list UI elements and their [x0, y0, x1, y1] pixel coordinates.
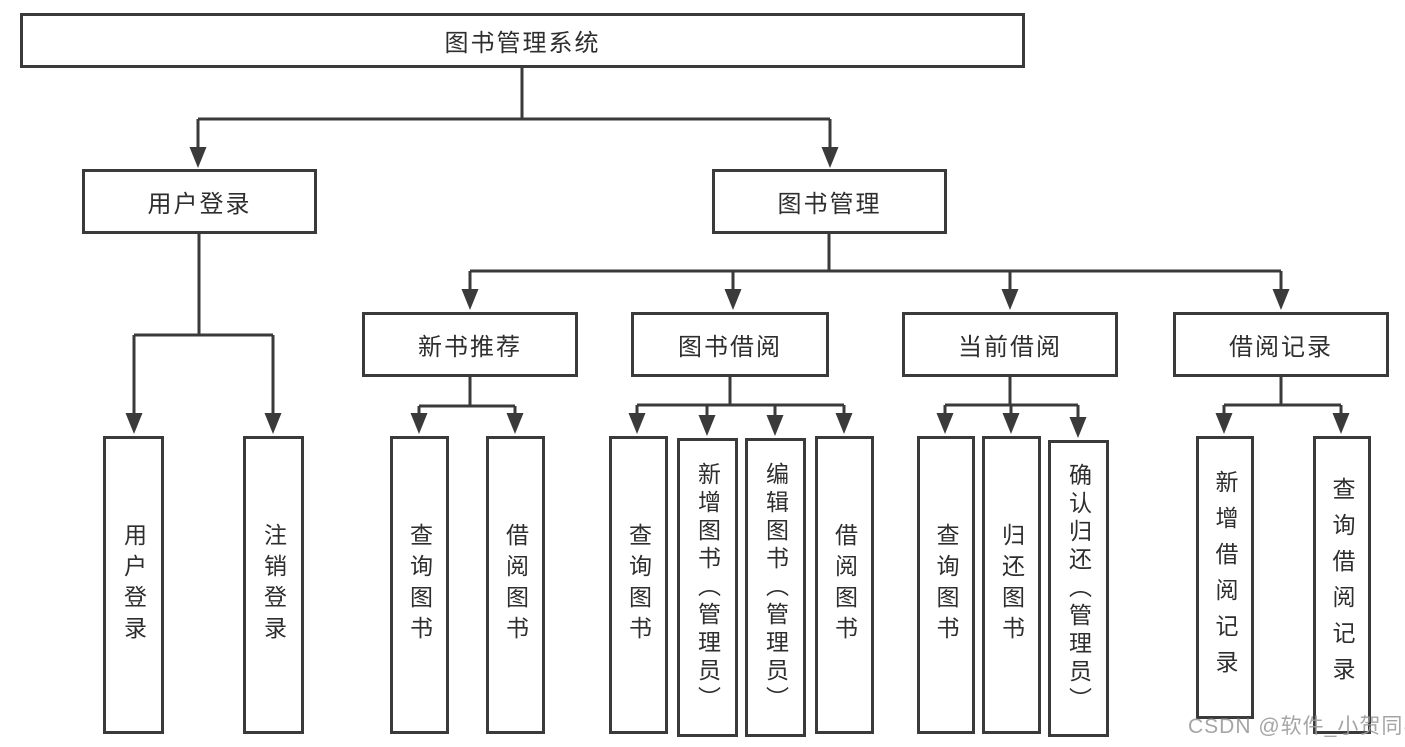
node-new-book-recommend: 新书推荐 [362, 312, 578, 377]
leaf-add-borrow-record: 新增借阅记录 [1196, 436, 1254, 719]
leaf-return-book: 归还图书 [982, 436, 1041, 734]
arrowheads [125, 147, 1350, 438]
node-user-login: 用户登录 [82, 169, 317, 234]
leaf-query-book-recommend: 查询图书 [390, 436, 449, 734]
leaf-confirm-return-admin: 确认归还（管理员） [1048, 440, 1109, 737]
node-book-management: 图书管理 [712, 169, 947, 234]
node-current-borrow: 当前借阅 [902, 312, 1118, 377]
leaf-user-login: 用户登录 [103, 436, 164, 734]
leaf-borrow-book-borrow: 借阅图书 [815, 436, 874, 734]
leaf-logout: 注销登录 [243, 436, 304, 734]
leaf-borrow-book-recommend: 借阅图书 [486, 436, 545, 734]
leaf-edit-book-admin: 编辑图书（管理员） [745, 438, 806, 737]
leaf-query-book-borrow: 查询图书 [609, 436, 668, 734]
node-root: 图书管理系统 [20, 13, 1025, 68]
node-borrow-records: 借阅记录 [1173, 312, 1389, 377]
leaf-query-borrow-record: 查询借阅记录 [1313, 436, 1371, 734]
watermark: CSDN @软件_小贺同学 [1188, 715, 1405, 738]
leaf-query-book-current: 查询图书 [917, 436, 975, 734]
tree-spines [132, 68, 1343, 422]
node-book-borrow: 图书借阅 [631, 312, 829, 377]
leaf-add-book-admin: 新增图书（管理员） [677, 438, 738, 737]
